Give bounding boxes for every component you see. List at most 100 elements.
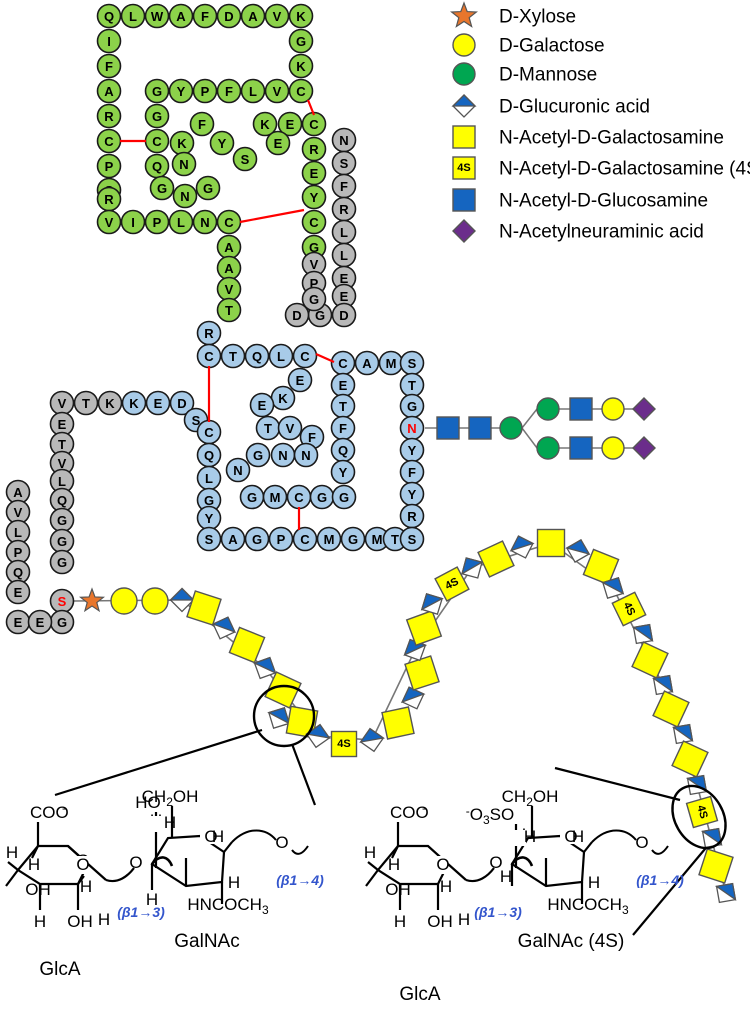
residue-G: G (244, 526, 270, 552)
svg-text:H: H (440, 877, 452, 896)
residue-D: D (331, 302, 357, 328)
disulfide-bond (315, 352, 335, 364)
svg-text:H: H (388, 855, 400, 874)
glca-oh-right: OH (385, 880, 411, 899)
residue-letter: G (157, 181, 167, 196)
residue-T: T (399, 372, 425, 398)
residue-S: S (331, 150, 357, 176)
svg-text:H: H (34, 912, 46, 931)
residue-letter: S (340, 156, 349, 171)
residue-letter: C (296, 84, 306, 99)
residue-letter: L (58, 474, 66, 489)
residue-Y: Y (209, 130, 235, 156)
residue-letter: P (277, 532, 286, 547)
residue-letter: N (278, 448, 287, 463)
residue-R: R (301, 136, 327, 162)
residue-N: N (192, 209, 218, 235)
residue-letter: S (241, 152, 250, 167)
residue-N: N (293, 442, 319, 468)
residue-letter: V (58, 396, 67, 411)
glycosidic-o-right: O (489, 853, 502, 872)
residue-letter: L (129, 9, 137, 24)
residue-E: E (5, 579, 31, 605)
gag-glca-7 (400, 686, 426, 710)
residue-K: K (270, 385, 296, 411)
svg-text:H: H (458, 910, 470, 929)
residue-T: T (73, 390, 99, 416)
legend-galnac-label: N-Acetyl-D-Galactosamine (499, 128, 724, 149)
glca-name-left: GlcA (39, 959, 81, 980)
svg-text:H: H (164, 813, 176, 832)
svg-text:H: H (364, 843, 376, 862)
residue-A: A (216, 255, 242, 281)
gag-galnac4s-4: 4S (685, 795, 719, 829)
residue-letter: N (339, 133, 348, 148)
nglycan-edges (425, 408, 633, 449)
glycan-galactose-lower (601, 436, 625, 460)
residue-letter: E (258, 398, 267, 413)
gag-glca-1 (168, 587, 196, 613)
residue-letter: T (391, 532, 399, 547)
gag-glca-11 (509, 535, 535, 559)
residue-K: K (252, 111, 278, 137)
residue-letter: E (286, 117, 295, 132)
residue-letter: I (107, 34, 111, 49)
glycan-mannose-lower (536, 436, 560, 460)
residue-F: F (189, 111, 215, 137)
residue-E: E (301, 160, 327, 186)
residue-K: K (288, 53, 314, 79)
residue-letter: C (204, 425, 214, 440)
sulfate-4s-label: 4S (337, 738, 350, 750)
gag-galnac-9 (536, 528, 566, 558)
gag-galnac-14 (698, 848, 734, 884)
glycan-neu5ac-upper (632, 397, 656, 421)
residue-letter: N (200, 215, 209, 230)
glca-oh-left: OH (25, 880, 51, 899)
svg-text:H: H (6, 843, 18, 862)
svg-text:H: H (146, 890, 158, 909)
residue-letter: F (105, 59, 113, 74)
residue-V: V (216, 276, 242, 302)
residue-letter: E (340, 289, 349, 304)
glca-name-right: GlcA (399, 984, 441, 1005)
residue-C: C (196, 343, 222, 369)
residue-Y: Y (168, 78, 194, 104)
residue-G: G (49, 507, 75, 533)
residue-D: D (284, 302, 310, 328)
legend-glucuronic-acid-label: D-Glucuronic acid (499, 97, 650, 118)
residue-G: G (239, 484, 265, 510)
residue-G: G (144, 103, 170, 129)
callout-line (632, 842, 711, 936)
residue-letter: N (407, 421, 416, 436)
disulfide-bonds (120, 99, 335, 530)
hncoch3-right: HNCOCH3 (547, 895, 629, 917)
residue-V: V (264, 3, 290, 29)
residue-N: N (225, 457, 251, 483)
glycan-glcnac-2 (468, 416, 492, 440)
callout-circle-right (671, 784, 727, 850)
callout-lines (54, 728, 711, 936)
residue-F: F (330, 415, 356, 441)
residue-letter: C (294, 490, 304, 505)
residue-I: I (96, 28, 122, 54)
legend-glcnac: N-Acetyl-D-Glucosamine (452, 188, 708, 212)
residue-letter: G (247, 490, 257, 505)
residue-S: S (399, 526, 425, 552)
residue-letter: E (36, 615, 45, 630)
residue-Q: Q (96, 3, 122, 29)
residue-letter: Y (218, 136, 227, 151)
glycan-galactose-upper (601, 397, 625, 421)
residue-M: M (378, 350, 404, 376)
residue-G: G (301, 286, 327, 312)
residue-Q: Q (196, 442, 222, 468)
gag-glca-16 (671, 723, 694, 745)
residue-letter: T (339, 399, 347, 414)
gag-galnac-12 (652, 690, 690, 728)
residue-letter: L (340, 225, 348, 240)
residue-G: G (49, 549, 75, 575)
residue-letter: G (315, 308, 325, 323)
residue-G: G (288, 28, 314, 54)
gag-glca-12 (565, 539, 591, 563)
